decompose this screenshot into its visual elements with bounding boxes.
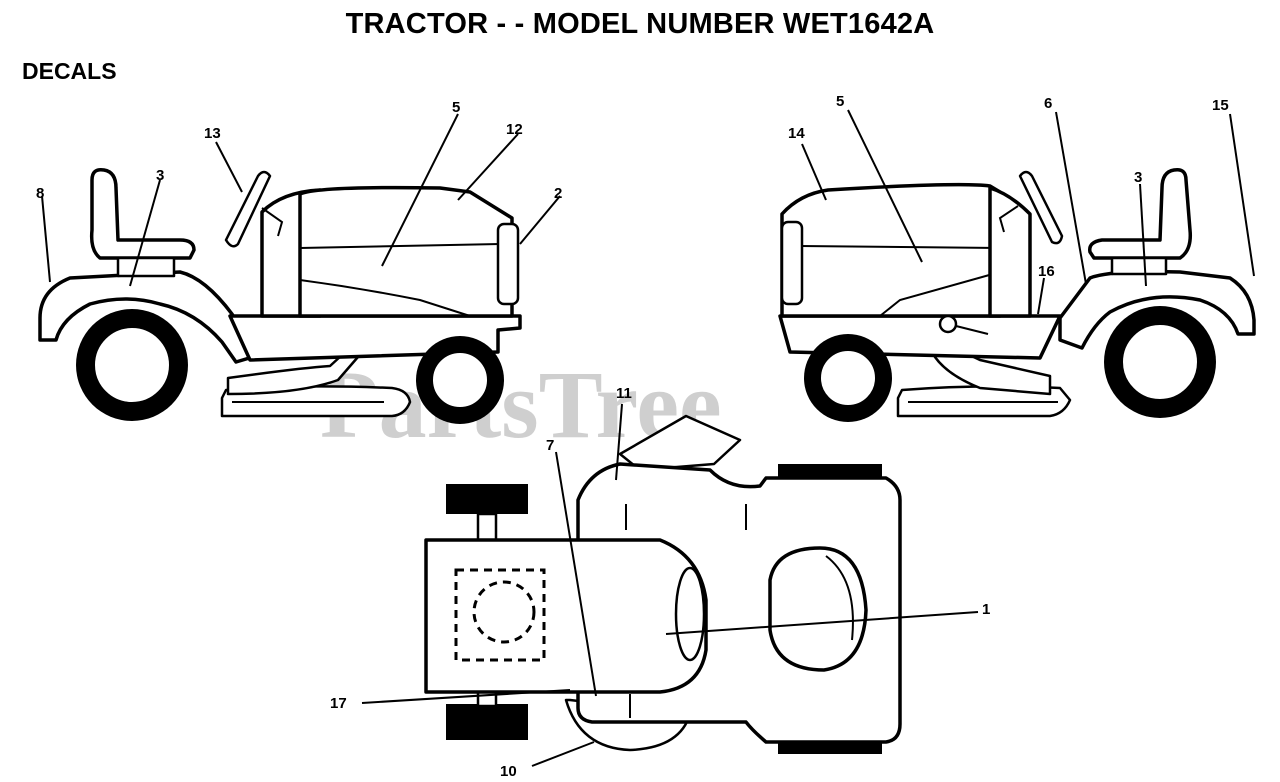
- left-seat-base: [116, 256, 176, 278]
- callout-13: 13: [204, 125, 221, 142]
- left-side-view: 8 3 13 5 12 2: [36, 99, 562, 424]
- left-hood: [298, 185, 514, 318]
- section-heading: DECALS: [22, 58, 117, 84]
- page-title: TRACTOR - - MODEL NUMBER WET1642A: [345, 8, 935, 40]
- callout-14: 14: [788, 125, 805, 142]
- callout-1: 1: [982, 601, 990, 618]
- right-dash-tower: [988, 186, 1032, 318]
- right-hood: [780, 182, 1002, 318]
- callout-17: 17: [330, 695, 347, 712]
- top-fuel-cap: [674, 566, 706, 662]
- top-view: 11 7 1 17 10: [330, 385, 990, 780]
- top-rear-tire-upper: [778, 464, 882, 480]
- top-hood: [424, 538, 708, 694]
- callout-11: 11: [616, 385, 632, 402]
- callout-3-left: 3: [156, 167, 164, 184]
- right-grille: [780, 220, 804, 306]
- right-seat-base: [1110, 256, 1168, 276]
- right-lift-knob: [938, 314, 958, 334]
- top-front-tire-upper: [446, 484, 528, 514]
- left-rear-fender: [38, 270, 258, 364]
- callout-5-left: 5: [452, 99, 460, 116]
- right-seat: [1088, 167, 1193, 260]
- top-front-tire-lower: [446, 704, 528, 740]
- top-seat: [768, 546, 868, 672]
- left-seat: [89, 167, 196, 260]
- callout-12: 12: [506, 121, 523, 138]
- callout-6: 6: [1044, 95, 1052, 112]
- top-engine-outline: [454, 568, 546, 662]
- right-steering-wheel: [1018, 170, 1064, 245]
- callout-10: 10: [500, 763, 517, 780]
- callout-3-right: 3: [1134, 169, 1142, 186]
- top-engine-flywheel: [472, 580, 536, 644]
- callout-7: 7: [546, 437, 554, 454]
- callout-16: 16: [1038, 263, 1055, 280]
- callout-15: 15: [1212, 97, 1229, 114]
- callout-8: 8: [36, 185, 44, 202]
- right-side-view: 14 5 6 15 3 16: [778, 93, 1256, 422]
- callout-5-right: 5: [836, 93, 844, 110]
- callout-2: 2: [554, 185, 562, 202]
- left-grille: [496, 222, 520, 306]
- left-steering-wheel: [224, 170, 272, 248]
